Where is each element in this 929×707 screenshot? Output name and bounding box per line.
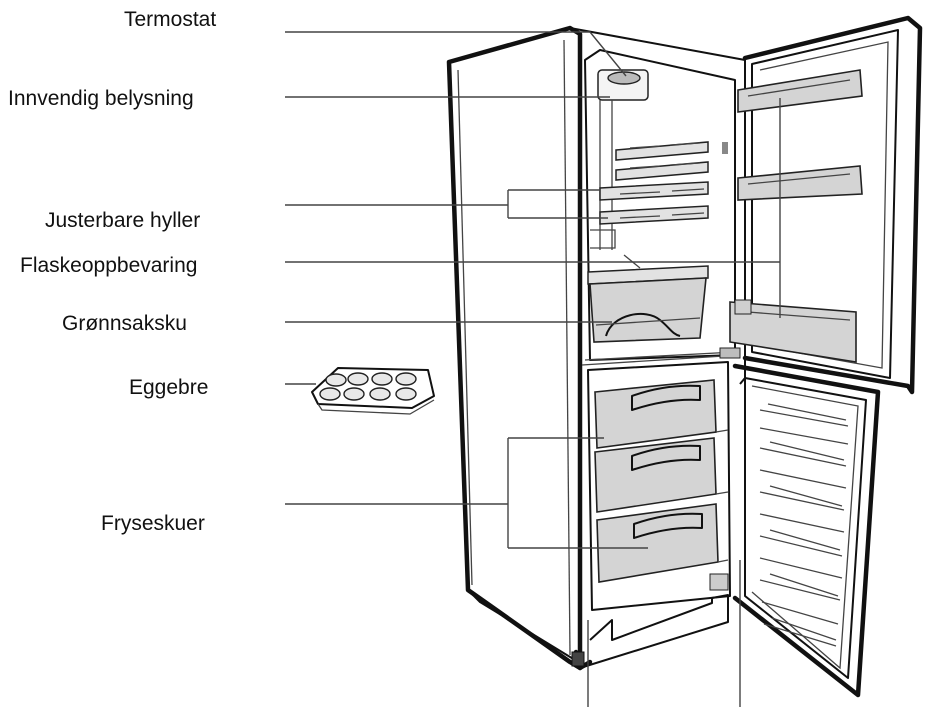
freezer-door <box>732 363 881 698</box>
cabinet-body <box>446 25 746 671</box>
label-vegetable-drawer: Grønnsaksku <box>62 312 187 335</box>
label-adjustable-shelves: Justerbare hyller <box>45 209 201 232</box>
label-bottle-storage: Flaskeoppbevaring <box>20 254 198 277</box>
label-egg-tray: Eggebre <box>129 376 209 399</box>
label-freezer-drawers: Fryseskuer <box>101 512 205 535</box>
leader-lines <box>285 31 781 707</box>
egg-tray <box>311 367 435 415</box>
label-termostat: Termostat <box>124 8 217 31</box>
freezer-compartment <box>581 347 741 611</box>
label-interior-lighting: Innvendig belysning <box>8 87 194 110</box>
fridge-door <box>729 15 923 395</box>
fridge-compartment <box>587 69 728 343</box>
